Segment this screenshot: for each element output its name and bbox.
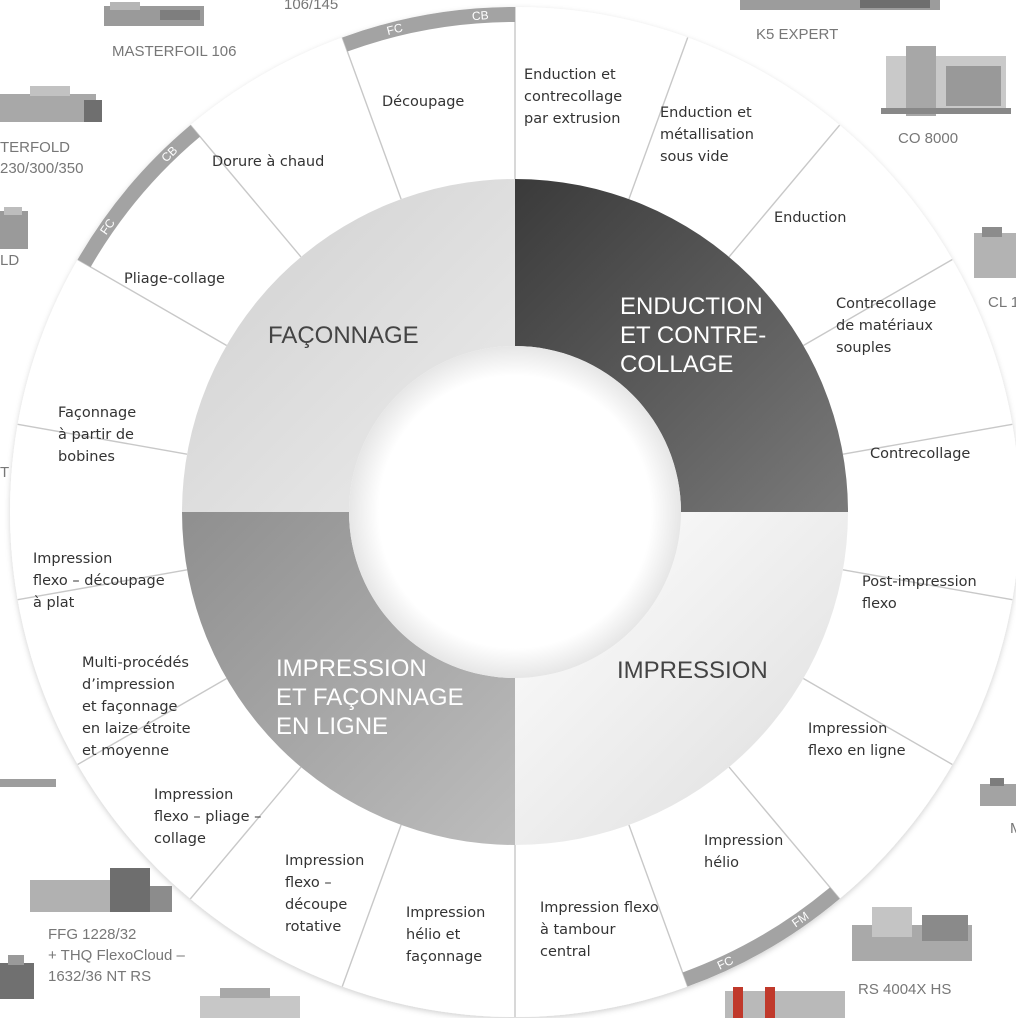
machine-image-mini-left: [0, 779, 56, 787]
machine-label-masterfoil: MASTERFOIL 106: [112, 43, 237, 60]
core-label-faconnage: FAÇONNAGE: [268, 322, 419, 349]
machine-image-ld: [0, 207, 28, 249]
machine-image-ffg: [30, 868, 172, 912]
machine-image-bottom-left: [0, 955, 34, 999]
segment-divider: [842, 423, 1013, 455]
machine-label-t: T: [0, 464, 10, 481]
segment-divider: [341, 824, 402, 987]
segment-divider: [803, 258, 953, 347]
machine-image-bottom-right: [725, 987, 845, 1018]
machine-label-ffg-2: + THQ FlexoCloud –: [48, 947, 185, 964]
segment-divider: [189, 766, 302, 900]
center-hole: [349, 346, 681, 678]
machine-label-ld: LD: [0, 252, 20, 269]
category-band-top: [342, 7, 515, 52]
segment-label-s16: Dorure à chaud: [212, 154, 324, 170]
machine-image-co8000: [881, 46, 1011, 116]
band-label-top-0: FC: [385, 20, 404, 38]
segment-divider: [77, 677, 227, 766]
core-quadrant-enduction: [515, 179, 848, 512]
category-band-left: [77, 125, 201, 267]
machine-label-masterfold-1: TERFOLD: [0, 139, 71, 156]
machine-label-co-8000: CO 8000: [898, 130, 959, 147]
machine-label-cl: CL 1: [988, 294, 1016, 311]
segment-divider: [189, 124, 302, 258]
band-label-top-1: CB: [471, 8, 489, 23]
core-quadrant-faconnage: [182, 179, 515, 512]
machine-image-bottom-center: [200, 988, 300, 1018]
segment-divider: [728, 124, 841, 258]
segment-label-s15: Pliage-collage: [124, 271, 225, 287]
segment-divider: [628, 37, 689, 200]
machine-image-masterfold: [0, 86, 102, 122]
machine-label-ffg-1: FFG 1228/32: [48, 926, 137, 943]
segment-divider: [77, 258, 227, 347]
machine-image-k5: [740, 0, 940, 10]
machine-image-m-right: [980, 778, 1016, 806]
machine-image-masterfoil: [104, 2, 204, 26]
core-quadrant-impression: [515, 512, 848, 845]
core-label-impression: IMPRESSION: [617, 657, 768, 684]
machine-image-cl: [974, 227, 1016, 278]
segment-divider: [728, 766, 841, 900]
machine-label-k5-expert: K5 EXPERT: [756, 26, 839, 43]
machine-label-masterfoil-top: 106/145: [284, 0, 339, 13]
segment-divider: [17, 423, 188, 455]
segment-divider: [842, 569, 1013, 601]
machine-label-ffg-3: 1632/36 NT RS: [48, 968, 152, 985]
segment-label-s4: Contrecollage: [870, 446, 970, 462]
machine-image-rs: [852, 907, 972, 961]
segment-divider: [17, 569, 188, 601]
machine-label-rs-4004x: RS 4004X HS: [858, 981, 952, 998]
segment-label-s17: Découpage: [382, 94, 464, 110]
machine-label-m-right: M: [1010, 818, 1016, 839]
segment-divider: [803, 677, 953, 766]
category-band-bottom: [682, 887, 840, 987]
core-quadrant-impression-faconnage: [182, 512, 515, 845]
segment-label-s2: Enduction: [774, 210, 847, 226]
band-label-bottom-0: FC: [715, 953, 736, 973]
segment-divider: [341, 37, 402, 200]
machine-label-masterfold-2: 230/300/350: [0, 160, 84, 177]
segment-divider: [628, 824, 689, 987]
